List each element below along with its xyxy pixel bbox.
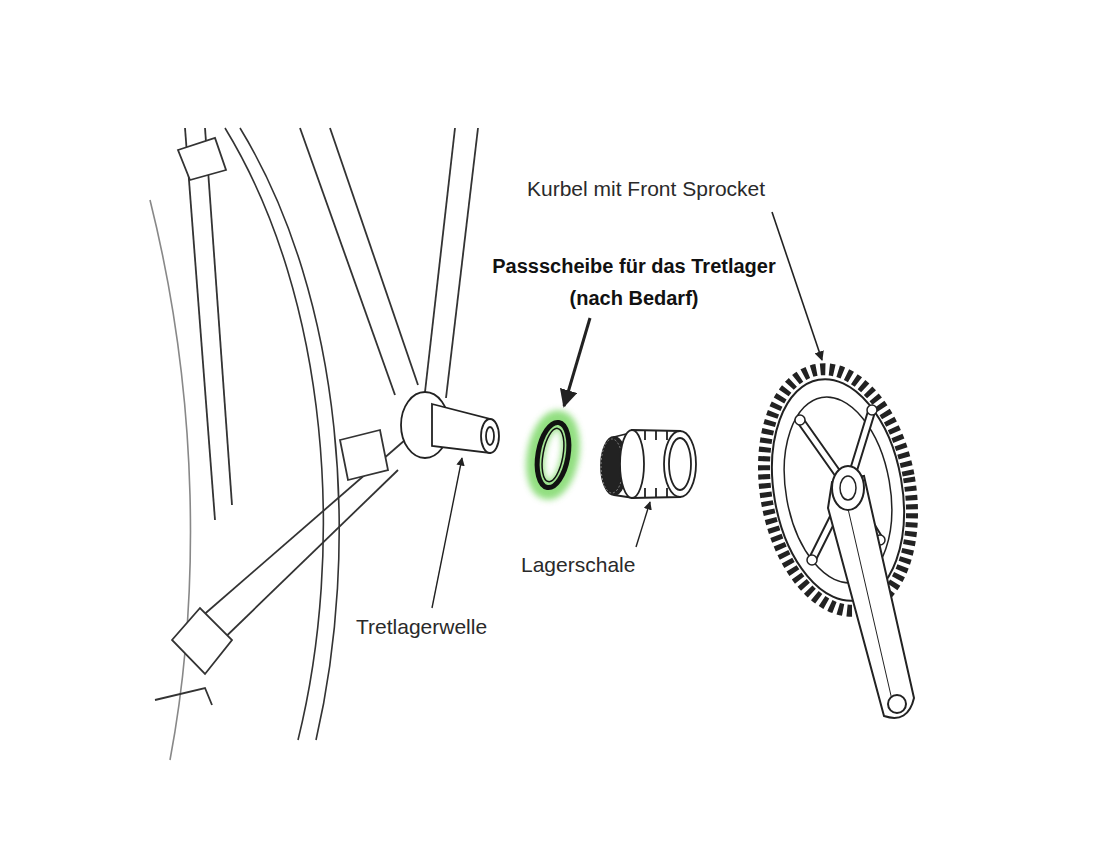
crank-hub xyxy=(832,466,864,510)
bb-shaft-bore xyxy=(486,427,494,445)
crankset xyxy=(746,357,930,718)
stay-bridge xyxy=(340,430,388,480)
crank-arm xyxy=(828,476,914,718)
pedal-eye xyxy=(888,695,906,713)
tyre-line xyxy=(240,128,339,740)
down-tube xyxy=(446,128,478,398)
washer-ring xyxy=(532,420,573,490)
chainring-teeth xyxy=(746,357,930,622)
wheel-rim xyxy=(150,200,190,760)
label-box: Passscheibe für das Tretlager (nach Beda… xyxy=(489,250,779,314)
bb-shaft-end xyxy=(481,419,499,453)
leader-line xyxy=(636,502,650,547)
washer xyxy=(530,417,576,494)
label-box: Kurbel mit Front Sprocket xyxy=(527,176,765,202)
crank-bore xyxy=(840,476,856,500)
seat-tube xyxy=(330,128,418,385)
chainring xyxy=(756,369,921,612)
wheel xyxy=(150,128,339,760)
cup-bore xyxy=(669,438,691,490)
leader-line xyxy=(432,458,462,608)
leader-line xyxy=(564,318,590,406)
bolt xyxy=(867,405,877,415)
seat-tube xyxy=(300,128,395,395)
stay-tube xyxy=(185,128,215,520)
bolt xyxy=(795,415,805,425)
tyre-line xyxy=(225,128,323,740)
stay-tube xyxy=(205,128,232,505)
leader-line xyxy=(772,212,822,360)
brace xyxy=(178,138,226,180)
washer-inner xyxy=(538,427,567,484)
leader-lines xyxy=(432,212,822,608)
frame-detail xyxy=(155,688,212,705)
label-box: Tretlagerwelle xyxy=(356,614,487,640)
bolt xyxy=(807,555,817,565)
bearing-cup xyxy=(601,430,696,498)
part-label: Lagerschale xyxy=(521,552,635,578)
part-label: Tretlagerwelle xyxy=(356,614,487,640)
crank-arm-edge xyxy=(846,500,892,700)
bottom-bracket xyxy=(401,392,499,458)
cup-flange xyxy=(620,430,644,498)
washer-highlight xyxy=(530,417,576,494)
callout-label-bold: Passscheibe für das Tretlager (nach Beda… xyxy=(489,250,779,314)
dropout xyxy=(172,608,232,674)
part-label: Kurbel mit Front Sprocket xyxy=(527,176,765,202)
cup-face xyxy=(664,431,696,497)
chainring-inner xyxy=(770,388,905,591)
label-box: Lagerschale xyxy=(521,552,635,578)
